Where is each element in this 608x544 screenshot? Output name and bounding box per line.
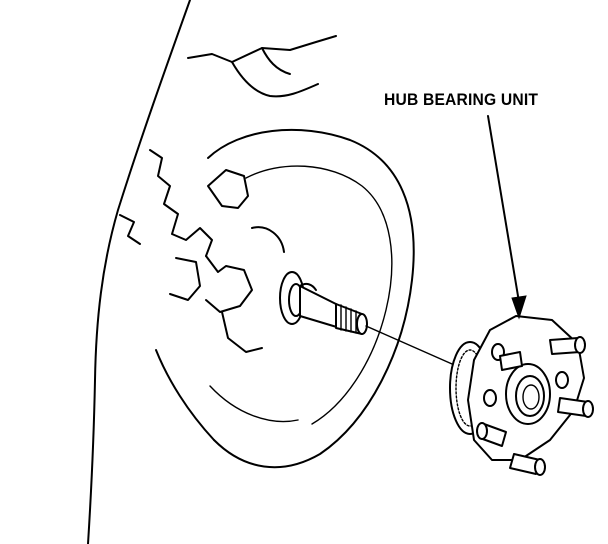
axle-spindle: [279, 271, 368, 335]
fender-outline: [87, 0, 337, 544]
callout-arrow-icon: [487, 115, 527, 320]
hub-bearing-unit: [449, 315, 594, 476]
brake-backing-plate: [155, 128, 415, 469]
hub-bearing-unit-label: HUB BEARING UNIT: [384, 90, 539, 109]
knuckle-assembly: [119, 149, 285, 353]
